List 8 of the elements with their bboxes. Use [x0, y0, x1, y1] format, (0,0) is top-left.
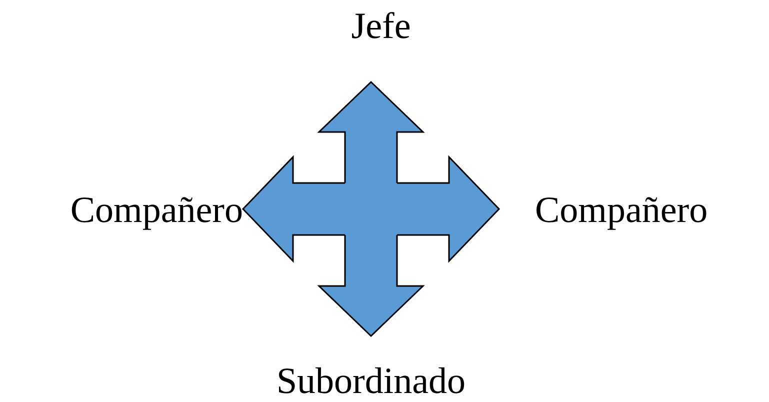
node-label: Compañero: [70, 192, 243, 228]
block-arrow: [317, 234, 425, 338]
block-arrow: [317, 80, 425, 184]
block-arrow: [242, 155, 346, 263]
node-label: Subordinado: [276, 363, 466, 400]
node-label: Jefe: [351, 8, 411, 45]
node-label: Compañero: [535, 192, 708, 228]
block-arrow: [396, 155, 500, 263]
